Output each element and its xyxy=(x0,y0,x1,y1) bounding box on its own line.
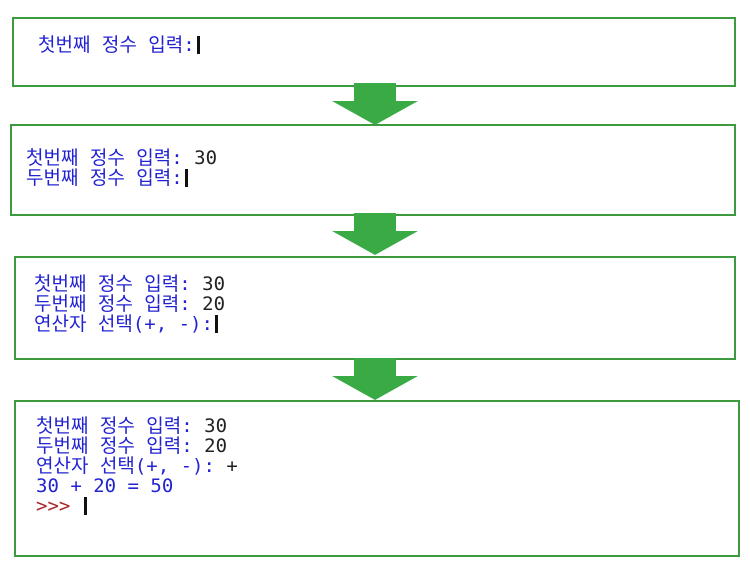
step-1-shell: 첫번째 정수 입력: xyxy=(12,17,736,87)
step-4-shell: 첫번째 정수 입력: 30 두번째 정수 입력: 20 연산자 선택(+, -)… xyxy=(14,400,740,557)
input-value: 30 xyxy=(190,273,226,295)
output: 첫번째 정수 입력: 30 두번째 정수 입력: 20 연산자 선택(+, -)… xyxy=(34,274,225,334)
input-value: 20 xyxy=(190,293,226,315)
input-value: 20 xyxy=(192,435,228,457)
repl-prompt: >>> xyxy=(36,495,71,517)
prompt: 두번째 정수 입력: xyxy=(34,293,191,315)
step-2-shell: 첫번째 정수 입력: 30 두번째 정수 입력: xyxy=(10,124,736,216)
down-arrow-icon xyxy=(332,83,418,125)
down-arrow-icon xyxy=(332,213,418,255)
prompt: 첫번째 정수 입력: xyxy=(36,415,193,437)
step-3-shell: 첫번째 정수 입력: 30 두번째 정수 입력: 20 연산자 선택(+, -)… xyxy=(14,256,736,360)
text-cursor xyxy=(196,36,200,54)
prompt: 첫번째 정수 입력: xyxy=(26,147,183,169)
input-value: 30 xyxy=(182,147,218,169)
prompt: 첫번째 정수 입력: xyxy=(38,34,195,56)
text-cursor xyxy=(184,169,188,187)
down-arrow-icon xyxy=(332,358,418,400)
prompt: 두번째 정수 입력: xyxy=(36,435,193,457)
input-value: + xyxy=(214,455,238,477)
prompt: 두번째 정수 입력: xyxy=(26,167,183,189)
result-line: 30 + 20 = 50 xyxy=(36,475,174,497)
output: 첫번째 정수 입력: 30 두번째 정수 입력: xyxy=(26,148,217,188)
prompt: 연산자 선택(+, -): xyxy=(34,313,213,335)
text-cursor xyxy=(83,497,87,515)
text-cursor xyxy=(214,315,218,333)
prompt: 첫번째 정수 입력: xyxy=(34,273,191,295)
prompt: 연산자 선택(+, -): xyxy=(36,455,215,477)
output: 첫번째 정수 입력: 30 두번째 정수 입력: 20 연산자 선택(+, -)… xyxy=(36,416,238,516)
output: 첫번째 정수 입력: xyxy=(38,35,200,55)
input-value: 30 xyxy=(192,415,228,437)
